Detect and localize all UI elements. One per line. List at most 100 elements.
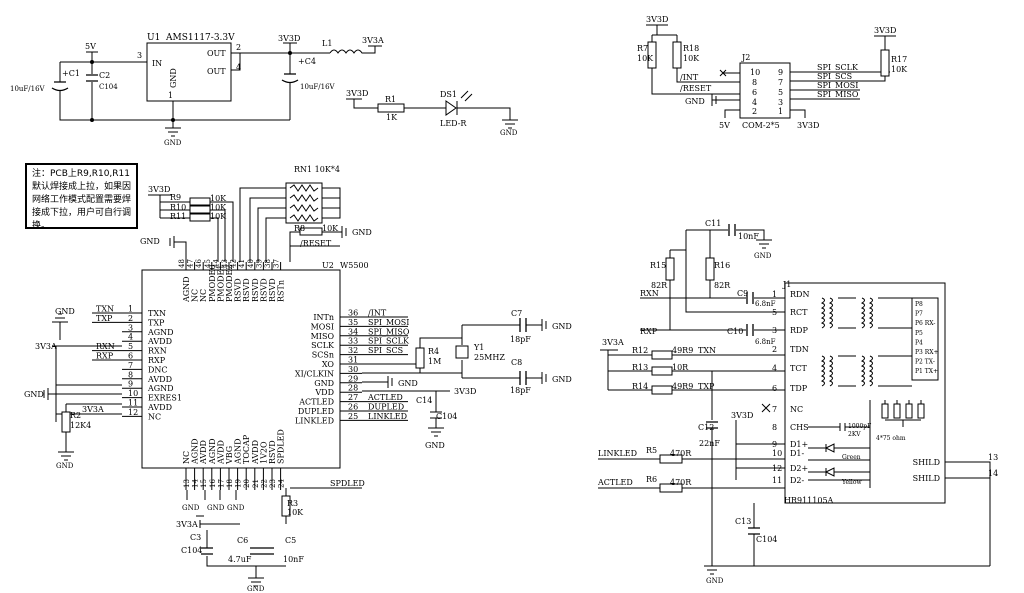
spdled-net: SPDLED <box>330 479 365 488</box>
jack-pin: P2 TX- <box>915 359 935 366</box>
u2-pin-name: RSVD <box>268 440 277 464</box>
u2-pin-name: SCLK <box>311 341 335 350</box>
u2-pin-num: 10 <box>128 389 138 398</box>
u2-pin-name: AGND <box>208 438 217 465</box>
u2-pin-name: EXRES1 <box>148 394 182 403</box>
r3-value: 10K <box>287 508 304 517</box>
u2-pin-num: 16 <box>209 479 217 488</box>
net-5v: 5V <box>85 42 96 51</box>
r9-value: 10K <box>210 194 227 203</box>
u2-pin-name: DNC <box>148 365 168 374</box>
r10-value: 10K <box>210 203 227 212</box>
c10-ref: C10 <box>727 327 743 336</box>
u2-w5500 <box>141 269 341 469</box>
j2-pin-1: 1 <box>778 107 783 116</box>
c7-value: 18pF <box>510 335 531 344</box>
jack-pin: P1 TX+ <box>915 368 938 375</box>
u2-pin-name: SPDLED <box>277 429 286 464</box>
u2-pin-name: AVDD <box>199 440 208 465</box>
u2-pin-num: 14 <box>192 479 200 488</box>
j2-pin-7: 7 <box>778 78 783 87</box>
u2-pin-num: 34 <box>348 327 358 336</box>
r16-ref: R16 <box>714 261 730 270</box>
left-3v3a: 3V3A <box>35 342 57 351</box>
j1-pin-num: 7 <box>772 405 777 414</box>
ds1-value: LED-R <box>440 119 467 128</box>
j1-pin-name: TDP <box>790 384 808 393</box>
u2-pin-name: AGND <box>182 276 191 303</box>
r16-resistor <box>705 257 715 281</box>
u2-pin-name: RXP <box>148 356 166 365</box>
j1-shield-num: 13 <box>988 453 998 462</box>
j2-pin-8: 8 <box>752 78 757 87</box>
u2-pin-num: 26 <box>348 403 358 412</box>
c7-gnd: GND <box>552 322 572 331</box>
j2-spi-sclk: SPI_SCLK <box>817 63 859 72</box>
rxn-net: RXN <box>640 289 659 298</box>
j1-pin-name: D2- <box>790 476 805 485</box>
gnd-label-power: GND <box>164 139 182 147</box>
r3-ref: R3 <box>287 499 298 508</box>
j1-pin-name: TDN <box>790 345 809 354</box>
j1-pin-name: D1- <box>790 449 805 458</box>
u2-pin-name: ACTLED <box>298 398 334 407</box>
u2-pin-name: XI/CLKIN <box>295 369 334 378</box>
c4-ref: +C4 <box>298 57 316 66</box>
c13-ref: C13 <box>735 517 751 526</box>
power-section: U1 AMS1117-3.3V IN GND OUT OUT 2 3 4 1 +… <box>10 33 384 147</box>
j2-spi-miso: SPI_MISO <box>817 90 859 99</box>
left-gnd-1: GND <box>55 307 75 316</box>
u2-pin-name: AVDD <box>147 375 172 384</box>
c14-gnd: GND <box>425 441 445 450</box>
r12-ref: R12 <box>632 346 648 355</box>
u2-pin-num: 47 <box>187 259 195 268</box>
reset-net: /RESET <box>300 239 332 248</box>
u2-pin-num: 21 <box>252 479 260 488</box>
ds1-led <box>445 100 457 116</box>
c2-value: C104 <box>99 83 118 91</box>
j2-spi-scs: SPI_SCS <box>817 72 852 81</box>
u2-pin-num: 8 <box>128 370 133 379</box>
c1-symbol <box>51 81 69 92</box>
rj45-gnd: GND <box>706 577 724 585</box>
r15-resistor <box>665 257 675 281</box>
c3-value: C104 <box>181 546 202 555</box>
y1-ref: Y1 <box>473 343 484 352</box>
u2-pin-num: 44 <box>212 259 220 268</box>
c8-ref: C8 <box>511 358 522 367</box>
pull-up-note: 注：PCB上R9,R10,R11默认焊接成上拉，如果因网络工作模式配置需要焊接成… <box>25 163 138 231</box>
chs-cap-v: 2KV <box>848 431 861 438</box>
u2-pin-num: 37 <box>273 259 281 268</box>
j1-pin-name: TCT <box>790 364 807 373</box>
j2-rst-net: /RESET <box>680 84 712 93</box>
j1-shield-num: 14 <box>988 469 998 478</box>
u2-pin-name: DUPLED <box>298 407 334 416</box>
u1-part: AMS1117-3.3V <box>165 33 235 43</box>
r8-gnd: GND <box>352 228 372 237</box>
u2-pin-num: 32 <box>348 346 358 355</box>
u1-pin-out2: OUT <box>207 67 226 76</box>
r7-ref: R7 <box>637 44 648 53</box>
u2-pin-name: RSVD <box>242 278 251 302</box>
ds1-ref: DS1 <box>440 90 457 99</box>
u2-pin-num: 30 <box>348 365 358 374</box>
r15-ref: R15 <box>650 261 666 270</box>
u2-pin-name: AVDD <box>251 440 260 465</box>
r17-resistor <box>880 49 890 77</box>
u2-pin-num: 36 <box>348 309 358 318</box>
r17-ref: R17 <box>891 55 907 64</box>
r10-resistor <box>189 205 211 214</box>
u2-pin-num: 27 <box>348 393 358 402</box>
u1-pin1: 1 <box>168 91 173 100</box>
linkled-net: LINKLED <box>598 449 637 458</box>
rj45-3v3a: 3V3A <box>602 338 624 347</box>
u2-pin-name: AGND <box>147 384 174 393</box>
r11-value: 10K <box>210 212 227 221</box>
j2-pin-4: 4 <box>752 98 757 107</box>
u2-pin-name: PMODE2 <box>225 265 234 302</box>
bot-gnd-2: GND <box>207 504 225 512</box>
jack-block <box>911 297 939 381</box>
u1-pin4: 4 <box>236 63 241 72</box>
c14-value: C104 <box>436 412 457 421</box>
